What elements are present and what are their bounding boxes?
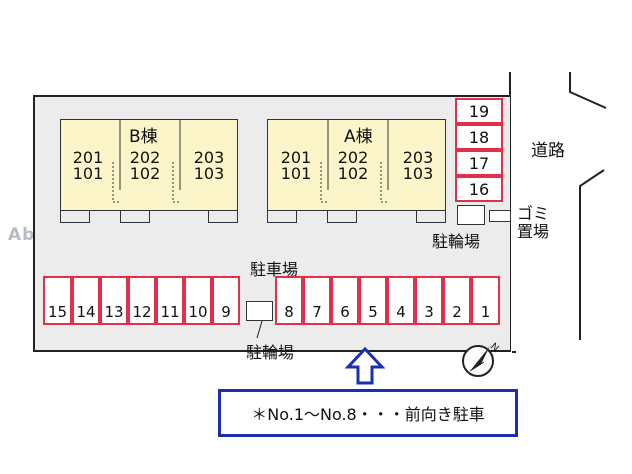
building-a-unit-upper-2: 202 bbox=[337, 148, 369, 167]
parking-stall-3: 3 bbox=[415, 276, 443, 325]
building-a-unit-lower-3: 103 bbox=[402, 164, 434, 183]
parking-stall-13: 13 bbox=[100, 276, 128, 325]
parking-stall-19: 19 bbox=[455, 98, 503, 124]
parking-label: 駐車場 bbox=[250, 260, 299, 279]
compass-north-icon: N bbox=[462, 341, 501, 377]
building-b-unit-lower-2: 102 bbox=[129, 164, 161, 183]
parking-stall-9: 9 bbox=[212, 276, 240, 325]
building-a-step bbox=[267, 211, 297, 223]
parking-stall-4: 4 bbox=[387, 276, 415, 325]
building-b-unit-upper-2: 202 bbox=[129, 148, 161, 167]
bike-parking-label-right: 駐輪場 bbox=[432, 232, 481, 251]
building-b-dividers bbox=[112, 120, 181, 203]
building-a-unit-lower-2: 102 bbox=[337, 164, 369, 183]
bike-parking-box-right bbox=[457, 205, 485, 225]
bike-parking-box-bottom bbox=[246, 301, 273, 321]
building-a-dividers bbox=[320, 120, 389, 203]
note-text: ＊No.1～No.8・・・前向き駐車 bbox=[251, 405, 485, 424]
building-a-name: A棟 bbox=[344, 127, 373, 147]
parking-stall-8: 8 bbox=[275, 276, 303, 325]
building-b-unit-lower-1: 101 bbox=[72, 164, 104, 183]
building-a-unit-upper-1: 201 bbox=[280, 148, 312, 167]
parking-stall-6: 6 bbox=[331, 276, 359, 325]
garbage-label-line-2: 置場 bbox=[517, 222, 550, 241]
parking-stall-11: 11 bbox=[156, 276, 184, 325]
garbage-box bbox=[489, 210, 511, 222]
entrance-arrow-icon bbox=[345, 347, 385, 385]
parking-stall-5: 5 bbox=[359, 276, 387, 325]
parking-stall-14: 14 bbox=[72, 276, 100, 325]
building-b-step bbox=[60, 211, 90, 223]
parking-stall-16: 16 bbox=[455, 176, 503, 202]
parking-stall-10: 10 bbox=[184, 276, 212, 325]
building-b-name: B棟 bbox=[129, 127, 158, 147]
parking-stall-1: 1 bbox=[471, 276, 500, 325]
road-label: 道路 bbox=[531, 141, 565, 161]
parking-stall-7: 7 bbox=[303, 276, 331, 325]
building-b-step bbox=[208, 211, 238, 223]
building-a: A棟 201 101 202 102 203 103 bbox=[267, 119, 446, 211]
building-a-step bbox=[327, 211, 357, 223]
building-b-unit-upper-1: 201 bbox=[72, 148, 104, 167]
garbage-label-line-1: ゴミ bbox=[517, 204, 550, 223]
parking-stall-15: 15 bbox=[43, 276, 72, 325]
building-b-unit-lower-3: 103 bbox=[193, 164, 225, 183]
building-b-step bbox=[120, 211, 150, 223]
building-a-step bbox=[416, 211, 446, 223]
parking-stall-12: 12 bbox=[128, 276, 156, 325]
parking-stall-2: 2 bbox=[443, 276, 471, 325]
building-b-unit-upper-3: 203 bbox=[193, 148, 225, 167]
parking-stall-18: 18 bbox=[455, 124, 503, 150]
building-a-unit-upper-3: 203 bbox=[402, 148, 434, 167]
building-a-unit-lower-1: 101 bbox=[280, 164, 312, 183]
building-b: B棟 201 101 202 102 203 103 bbox=[60, 119, 238, 211]
parking-stall-17: 17 bbox=[455, 150, 503, 176]
note-box: ＊No.1～No.8・・・前向き駐車 bbox=[218, 389, 518, 437]
bike-parking-label-bottom: 駐輪場 bbox=[246, 343, 295, 362]
